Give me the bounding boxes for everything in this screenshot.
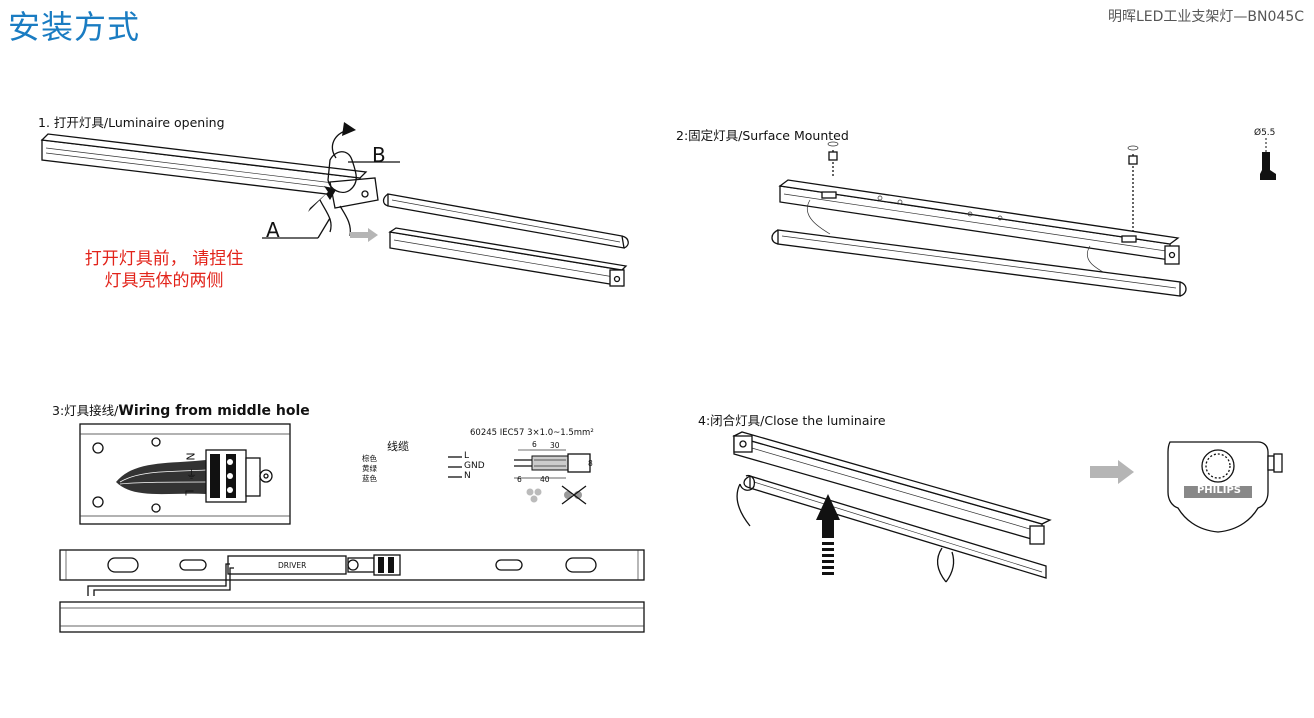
dim-40: 40: [540, 475, 550, 484]
brand-logo: PHILIPS: [1196, 485, 1242, 496]
wire-signal-l: L: [464, 451, 470, 461]
step2-surface-mounted-drawing: [771, 141, 1187, 297]
dim-6-top: 6: [532, 440, 537, 449]
terminal-ground-label: ⏚: [186, 468, 197, 481]
wire-color-yellow-green: 黄绿: [362, 464, 377, 473]
step1-luminaire-opening-drawing: [40, 122, 629, 287]
luminaire-plan-view: [59, 549, 645, 633]
label-point-a: A: [266, 218, 280, 242]
step4-label: 4:闭合灯具/Close the luminaire: [698, 413, 886, 428]
wire-signal-gnd: GND: [464, 461, 485, 471]
dim-8: 8: [588, 459, 593, 468]
driver-label: DRIVER: [278, 561, 307, 570]
warning-text: 打开灯具前， 请捏住 灯具壳体的两侧: [64, 248, 264, 292]
cable-title: 线缆: [387, 440, 409, 453]
terminal-l-label: L: [182, 489, 196, 496]
page-title: 安装方式: [8, 8, 141, 46]
wire-signal-list: L GND N: [464, 451, 485, 481]
step1-label: 1. 打开灯具/Luminaire opening: [38, 115, 225, 130]
wire-color-list: 棕色 黄绿 蓝色: [362, 453, 377, 483]
screw-size: Ø5.5: [1254, 128, 1276, 138]
dim-30: 30: [550, 441, 560, 450]
product-name: 明晖LED工业支架灯—BN045C: [1108, 9, 1304, 25]
wire-color-blue: 蓝色: [362, 474, 377, 483]
warning-line-1: 打开灯具前， 请捏住: [84, 249, 244, 269]
wiring-detail-drawing: [79, 423, 291, 525]
terminal-n-label: N: [183, 452, 197, 461]
label-point-b: B: [372, 143, 386, 167]
cable-strip-drawing: [514, 449, 591, 505]
step2-label: 2:固定灯具/Surface Mounted: [676, 128, 849, 143]
step4-close-luminaire-drawing: [732, 431, 1052, 583]
wire-legend-lines: [448, 456, 462, 478]
step3-label: 3:灯具接线/Wiring from middle hole: [52, 400, 310, 419]
screw-icon: [1260, 138, 1276, 180]
cable-spec: 60245 IEC57 3×1.0~1.5mm²: [470, 428, 594, 438]
step3-label-bold: Wiring from middle hole: [118, 403, 310, 419]
step3-label-prefix: 3:灯具接线/: [52, 403, 119, 418]
wire-color-brown: 棕色: [362, 454, 377, 463]
wire-signal-n: N: [464, 471, 471, 481]
dim-6-bottom: 6: [517, 475, 522, 484]
warning-line-2: 灯具壳体的两侧: [104, 271, 224, 291]
end-cap-detail-drawing: [1167, 441, 1283, 533]
arrow-right-icon: [1090, 460, 1134, 484]
